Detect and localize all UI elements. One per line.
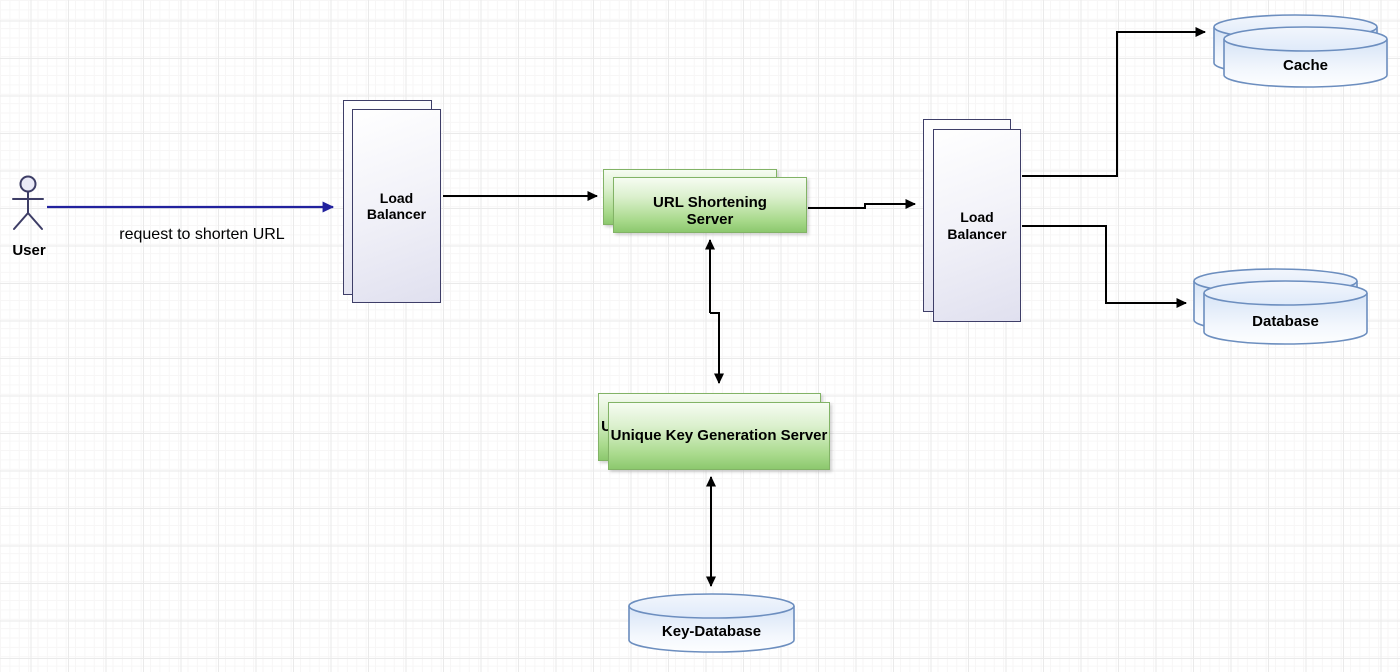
user-actor-icon: [12, 175, 44, 230]
unique-key-generation-server-node: Unique Key Generation Server: [608, 402, 830, 470]
cache-label: Cache: [1282, 57, 1329, 74]
url-shortening-server-node: URL Shortening Server: [613, 177, 807, 233]
database-node: Database: [1203, 280, 1368, 345]
edge-urlss-to-lb2-arrow: [808, 199, 916, 209]
load-balancer-1-label: Load Balancer: [366, 189, 427, 222]
load-balancer-2-node: Load Balancer: [933, 129, 1021, 322]
key-database-node: Key-Database: [628, 593, 795, 653]
edge-lb2-to-database-arrow: [1022, 225, 1187, 308]
unique-key-generation-server-label: Unique Key Generation Server: [610, 426, 828, 444]
key-database-label: Key-Database: [661, 623, 762, 640]
load-balancer-2-label: Load Balancer: [947, 209, 1007, 242]
database-label: Database: [1252, 312, 1319, 330]
edge-urlss-to-ukgs-arrow: [710, 312, 724, 384]
url-shortening-server-label: URL Shortening Server: [653, 194, 767, 228]
edge-lb2-to-cache-arrow: [1022, 27, 1206, 177]
cache-node: Cache: [1223, 26, 1388, 88]
user-label: User: [12, 242, 46, 259]
load-balancer-1-node: Load Balancer: [352, 109, 441, 303]
request-edge-label: request to shorten URL: [119, 226, 285, 243]
